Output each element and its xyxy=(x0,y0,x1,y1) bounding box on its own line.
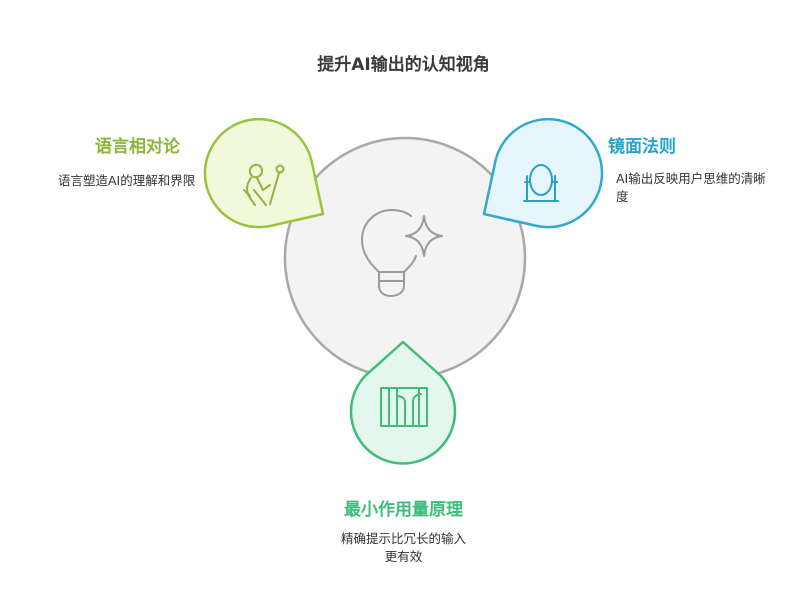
bottom-description: 精确提示比冗长的输入 更有效 xyxy=(0,530,807,566)
left-heading: 语言相对论 xyxy=(95,137,180,157)
bottom-teardrop xyxy=(349,340,457,465)
lightbulb-sparkle-icon xyxy=(361,209,443,297)
bottom-description-line2: 更有效 xyxy=(384,549,423,564)
mirror-icon xyxy=(523,164,559,202)
bottom-heading: 最小作用量原理 xyxy=(344,500,463,520)
left-description: 语言塑造AI的理解和界限 xyxy=(58,173,196,188)
hiker-with-staff-icon xyxy=(243,163,285,206)
right-teardrop xyxy=(482,117,604,229)
left-teardrop xyxy=(203,117,325,229)
book-pages-icon xyxy=(380,387,428,427)
bottom-description-line1: 精确提示比冗长的输入 xyxy=(340,531,466,546)
right-description: AI输出反映用户思维的清晰度 xyxy=(616,171,766,204)
right-heading: 镜面法则 xyxy=(608,137,676,157)
center-circle xyxy=(283,136,527,380)
diagram-title: 提升AI输出的认知视角 xyxy=(317,55,490,75)
